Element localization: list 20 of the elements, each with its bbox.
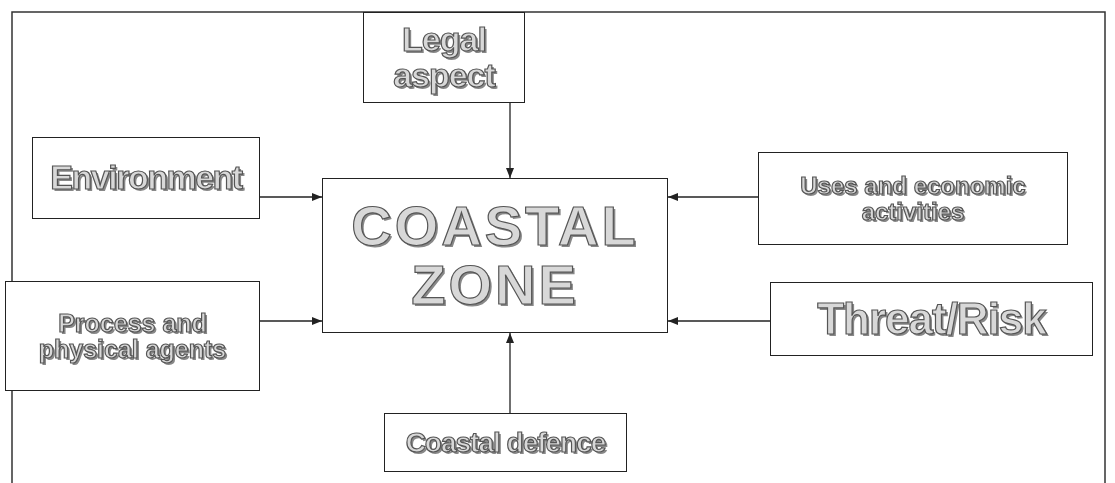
text-box xyxy=(32,137,260,219)
label-text: Environment xyxy=(50,160,242,196)
text-box xyxy=(758,152,1068,245)
arrow xyxy=(505,102,515,179)
text-box xyxy=(363,12,525,103)
text-box xyxy=(322,178,668,333)
text-box xyxy=(5,281,260,391)
label-text: Coastal defence xyxy=(405,427,606,458)
arrow xyxy=(505,332,515,414)
label-text: Threat/Risk xyxy=(817,295,1046,343)
label-text: Process and physical agents xyxy=(37,309,228,363)
label-text: Legal aspect xyxy=(392,21,497,94)
title-text: COASTAL ZONE xyxy=(350,196,640,315)
arrow xyxy=(259,192,323,202)
arrow xyxy=(667,316,771,326)
arrow xyxy=(667,192,759,202)
arrow xyxy=(259,316,323,326)
text-box xyxy=(770,282,1093,356)
label-text: Uses and economic activities xyxy=(799,173,1027,224)
text-box xyxy=(384,413,627,472)
